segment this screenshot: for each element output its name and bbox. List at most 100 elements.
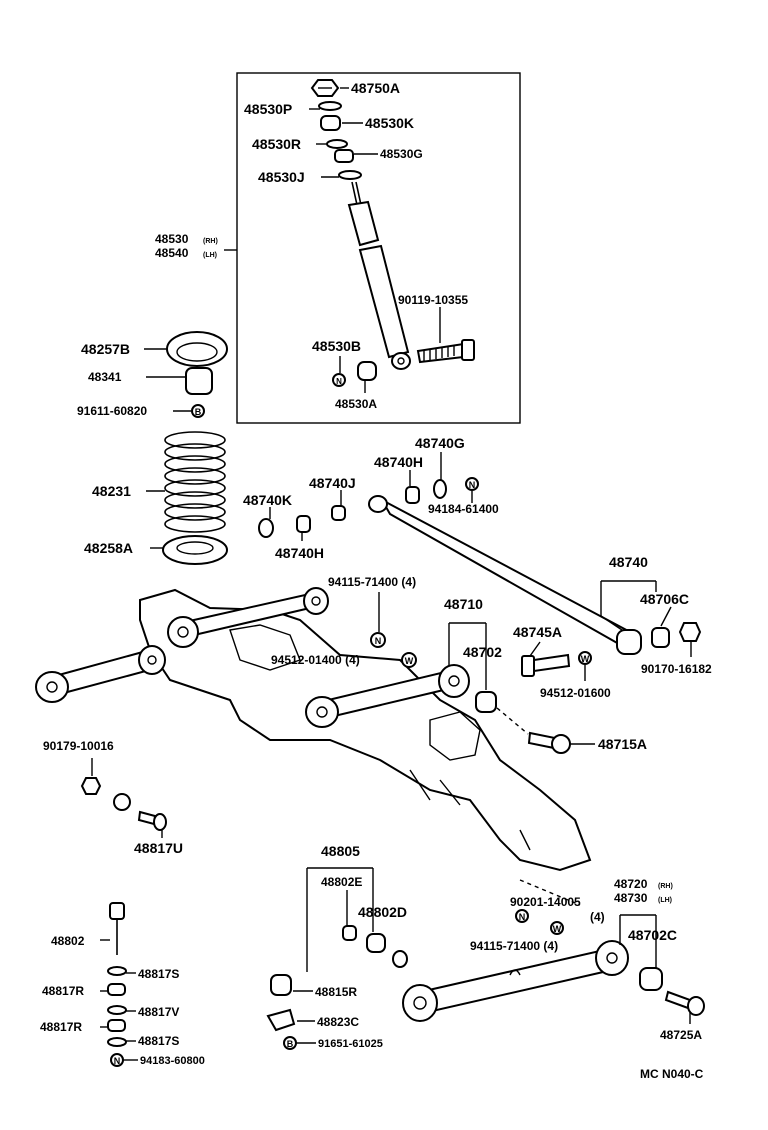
bushing-48706C-part bbox=[651, 627, 670, 648]
label-48231: 48231 bbox=[92, 483, 131, 499]
label-90179-10016: 90179-10016 bbox=[43, 739, 114, 753]
bump-stop-48341-part bbox=[185, 367, 213, 395]
label-48710: 48710 bbox=[444, 596, 483, 612]
bolt-91611-marker bbox=[191, 404, 205, 418]
label-48750A: 48750A bbox=[351, 80, 400, 96]
label-48802D: 48802D bbox=[358, 904, 407, 920]
label-48817U: 48817U bbox=[134, 840, 183, 856]
label-48802: 48802 bbox=[51, 934, 85, 948]
label-48720-rh: (RH) bbox=[658, 883, 673, 890]
label-48720: 48720 bbox=[614, 877, 648, 891]
bolt-marker-icon: B bbox=[287, 1039, 294, 1049]
washer-90201-marker bbox=[550, 921, 564, 935]
spring-group bbox=[162, 331, 228, 565]
washer-48530J-part bbox=[338, 170, 362, 180]
bushing-48740G-part bbox=[433, 479, 447, 499]
label-94115-71400-lower: 94115-71400 (4) bbox=[470, 939, 558, 953]
label-48706C: 48706C bbox=[640, 591, 689, 607]
label-48745A: 48745A bbox=[513, 624, 562, 640]
diagram-code: MC N040-C bbox=[640, 1067, 704, 1081]
stabilizer-bar-48805-part bbox=[44, 777, 408, 1067]
label-48817R-upper: 48817R bbox=[42, 984, 84, 998]
label-91651-61025: 91651-61025 bbox=[318, 1038, 383, 1050]
bushing-48702-part bbox=[475, 691, 497, 713]
label-48740G: 48740G bbox=[415, 435, 465, 451]
nut-48530B-part bbox=[332, 373, 346, 387]
nut-marker-icon: N bbox=[375, 636, 382, 646]
cushion-48530G-part bbox=[334, 149, 354, 163]
nut-94115-71400-lower-marker bbox=[515, 909, 529, 923]
shock-absorber-body bbox=[347, 181, 411, 370]
label-94184-61400: 94184-61400 bbox=[428, 502, 499, 516]
label-48725A: 48725A bbox=[660, 1028, 702, 1042]
label-48530B: 48530B bbox=[312, 338, 361, 354]
lateral-rod-end-bushing bbox=[616, 629, 642, 655]
label-48740K: 48740K bbox=[243, 492, 292, 508]
nut-94115-71400-upper-marker bbox=[370, 632, 386, 648]
label-48740H-lower: 48740H bbox=[275, 545, 324, 561]
lower-arm-48720-part bbox=[402, 879, 705, 1022]
label-48258A: 48258A bbox=[84, 540, 133, 556]
label-90201-14005: 90201-14005 bbox=[510, 895, 581, 909]
label-90170-16182: 90170-16182 bbox=[641, 662, 712, 676]
label-48702C: 48702C bbox=[628, 927, 677, 943]
label-48815R: 48815R bbox=[315, 985, 357, 999]
label-48530G: 48530G bbox=[380, 147, 423, 161]
lateral-rod-48740-part bbox=[379, 497, 636, 650]
label-48540-lh: (LH) bbox=[203, 252, 217, 259]
label-48817V: 48817V bbox=[138, 1005, 179, 1019]
washer-marker-icon: W bbox=[553, 924, 562, 934]
label-48802E: 48802E bbox=[321, 875, 362, 889]
label-94183-60800: 94183-60800 bbox=[140, 1055, 205, 1067]
washer-94512-01600-marker bbox=[578, 651, 592, 665]
washer-48530P-part bbox=[318, 101, 342, 111]
nut-marker-icon: N bbox=[469, 480, 476, 490]
bolt-48715A-part bbox=[527, 731, 571, 754]
label-90201-qty: (4) bbox=[590, 910, 605, 924]
lower-seat-48258A-part bbox=[162, 535, 228, 565]
washer-94512-01400-marker bbox=[401, 652, 417, 668]
nut-marker-icon: N bbox=[519, 912, 526, 922]
label-48530J: 48530J bbox=[258, 169, 305, 185]
label-94115-71400-upper: 94115-71400 (4) bbox=[328, 575, 416, 589]
coil-spring-48231-part bbox=[164, 431, 226, 533]
label-48530R: 48530R bbox=[252, 136, 301, 152]
label-48817R-lower: 48817R bbox=[40, 1020, 82, 1034]
bolt-marker-icon: B bbox=[195, 407, 202, 417]
bushing-48740H-lower-part bbox=[296, 515, 311, 533]
shock-absorber-group bbox=[310, 79, 475, 387]
leader-lines bbox=[91, 87, 692, 1061]
label-48530: 48530 bbox=[155, 232, 189, 246]
nut-marker-icon: N bbox=[336, 377, 342, 386]
label-48740H-upper: 48740H bbox=[374, 454, 423, 470]
bushing-48702C-part bbox=[639, 967, 663, 991]
label-48530K: 48530K bbox=[365, 115, 414, 131]
label-94512-01400: 94512-01400 (4) bbox=[271, 653, 360, 667]
label-90119-10355: 90119-10355 bbox=[398, 293, 468, 307]
shock-absorber-inset-box bbox=[236, 72, 521, 424]
marker-letters: N B N N W W N B N W bbox=[114, 377, 590, 1066]
washer-marker-icon: W bbox=[405, 656, 414, 666]
nut-90170-part bbox=[678, 622, 702, 642]
axle-housing-48710-part bbox=[35, 587, 592, 872]
bushing-48740K-part bbox=[258, 518, 274, 538]
label-48740: 48740 bbox=[609, 554, 648, 570]
label-48817S-lower: 48817S bbox=[138, 1034, 179, 1048]
label-48715A: 48715A bbox=[598, 736, 647, 752]
label-48530P: 48530P bbox=[244, 101, 292, 117]
washer-marker-icon: W bbox=[581, 654, 590, 664]
part-labels: 48750A 48530P 48530K 48530R 48530G 48530… bbox=[40, 80, 712, 1081]
bushing-48530A-part bbox=[357, 361, 377, 381]
label-94512-01600: 94512-01600 bbox=[540, 686, 611, 700]
label-48530-rh: (RH) bbox=[203, 238, 218, 245]
lateral-rod-group bbox=[258, 477, 702, 655]
retainer-48530R-part bbox=[326, 139, 348, 149]
label-48530A: 48530A bbox=[335, 397, 377, 411]
label-48805: 48805 bbox=[321, 843, 360, 859]
bolt-48745A-part bbox=[521, 653, 571, 677]
label-48702: 48702 bbox=[463, 644, 502, 660]
bushing-48740J-part bbox=[331, 505, 346, 521]
bolt-90119-part bbox=[416, 339, 475, 364]
label-48740J: 48740J bbox=[309, 475, 356, 491]
